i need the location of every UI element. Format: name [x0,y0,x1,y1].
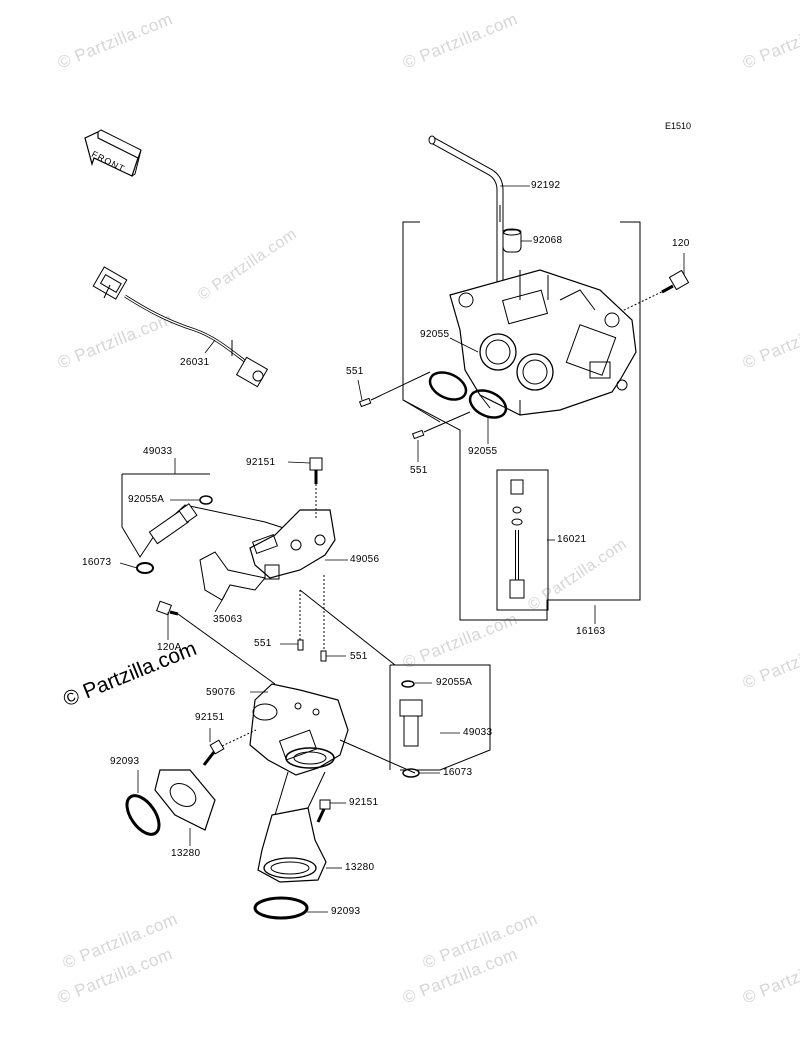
part-label-92151-mid[interactable]: 92151 [195,712,225,723]
part-label-551-b[interactable]: 551 [350,651,368,662]
leader-lines [119,185,685,913]
part-label-16021[interactable]: 16021 [557,534,587,545]
bolt-92151-mid [202,729,257,766]
injector-49033-top [121,473,291,558]
plug-92068 [502,228,522,253]
part-label-16073-left[interactable]: 16073 [82,557,112,568]
part-label-551-left[interactable]: 551 [346,366,364,377]
adjust-screw-16021 [496,469,549,611]
part-label-92151-top[interactable]: 92151 [246,457,276,468]
dowel-551-lower [411,429,425,440]
o-ring-92055-upper [428,371,468,401]
part-label-59076[interactable]: 59076 [206,687,236,698]
part-label-92055A-top[interactable]: 92055A [128,494,165,505]
assembly-bracket-16163 [402,221,641,621]
delivery-pipe-49056 [249,509,336,580]
part-label-92192[interactable]: 92192 [531,180,561,191]
part-label-92055A-right[interactable]: 92055A [436,677,473,688]
vacuum-hose-92192 [428,135,504,290]
seal-16073-left [136,562,154,574]
o-ring-92055-lower [468,389,508,419]
part-label-13280-right[interactable]: 13280 [345,862,375,873]
part-label-92093-bottom[interactable]: 92093 [331,906,361,917]
dowel-551-b [320,650,327,662]
bolt-120 [619,269,690,313]
bolt-120A [156,600,179,616]
dowel-551-upper [358,397,372,408]
part-label-13280-left[interactable]: 13280 [171,848,201,859]
gasket-13280-left [154,769,216,831]
wire-harness-26031 [92,266,269,388]
ring-92093-left [125,794,161,836]
diagram-code: E1510 [665,121,692,131]
part-label-120A[interactable]: 120A [157,642,182,653]
part-label-92068[interactable]: 92068 [533,235,563,246]
throttle-body-16163 [449,269,637,416]
part-label-92055-top[interactable]: 92055 [420,329,450,340]
part-label-26031[interactable]: 26031 [180,357,210,368]
part-label-551-a[interactable]: 551 [254,638,272,649]
part-label-16163[interactable]: 16163 [576,626,606,637]
part-label-120[interactable]: 120 [672,238,690,249]
ring-92093-bottom [253,896,309,920]
part-label-551-mid[interactable]: 551 [410,465,428,476]
part-label-92151-low[interactable]: 92151 [349,797,379,808]
part-label-92093-left[interactable]: 92093 [110,756,140,767]
gasket-13280-right [257,807,327,883]
dowel-551-a [297,639,304,651]
throttle-body-59076 [249,683,349,776]
bracket-35063 [199,551,266,601]
bolt-92151-top [309,457,323,520]
part-label-16073-right[interactable]: 16073 [443,767,473,778]
part-label-35063[interactable]: 35063 [213,614,243,625]
part-label-92055-mid[interactable]: 92055 [468,446,498,457]
part-label-49033-top[interactable]: 49033 [143,446,173,457]
part-label-49056[interactable]: 49056 [350,554,380,565]
part-label-49033-right[interactable]: 49033 [463,727,493,738]
front-arrow-icon [84,129,142,177]
bolt-92151-low [316,799,331,823]
